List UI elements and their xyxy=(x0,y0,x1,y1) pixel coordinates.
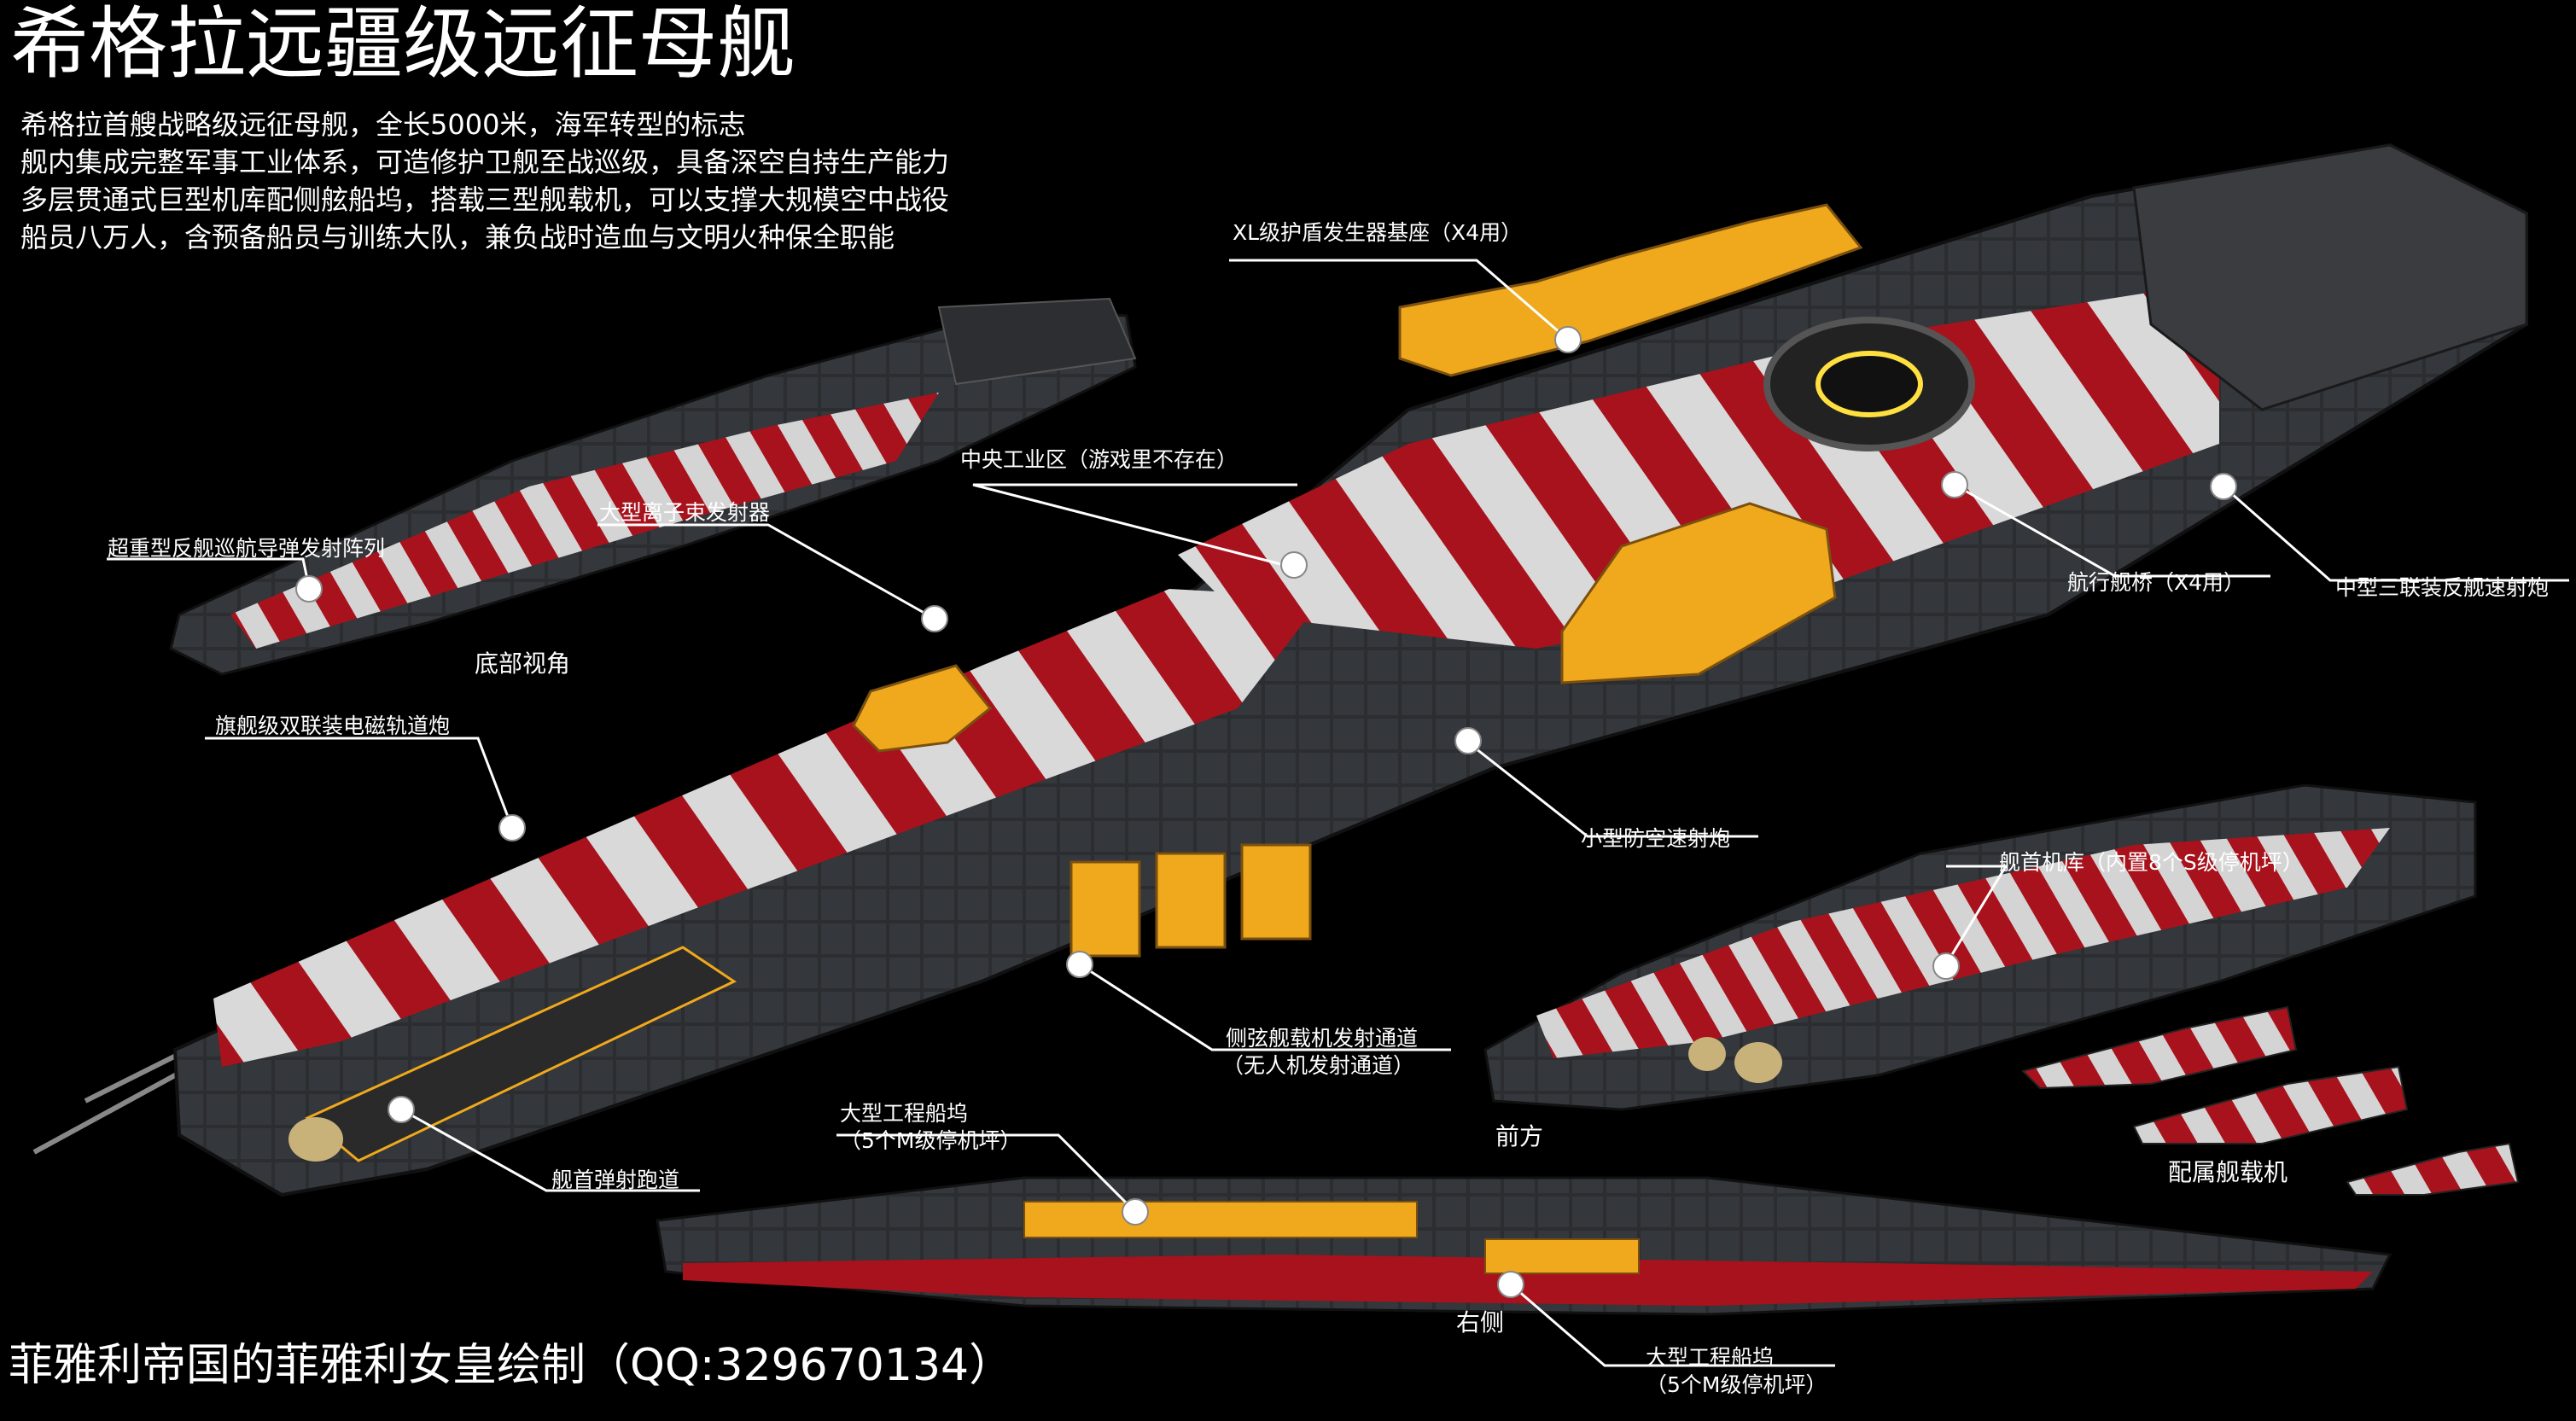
label-aa-gun: 小型防空速射炮 xyxy=(1581,826,1731,851)
label-bow-catapult: 舰首弹射跑道 xyxy=(551,1168,680,1192)
label-dock-bottom-sub: （5个M级停机坪） xyxy=(1646,1372,1827,1397)
label-bow-hangar: 舰首机库（内置8个S级停机坪） xyxy=(1999,850,2304,875)
launch-tube xyxy=(1240,843,1312,941)
ion-cannon-housing xyxy=(852,664,993,753)
main-ship xyxy=(32,143,2528,1197)
callout-dot-catapult xyxy=(388,1096,415,1123)
callout-dot-bow-hangar xyxy=(1932,952,1960,980)
description-line: 多层贯通式巨型机库配侧舷船坞，搭载三型舰载机，可以支撑大规模空中战役 xyxy=(20,183,950,216)
forward-deck xyxy=(213,589,1323,1067)
carrier-craft xyxy=(2021,1005,2520,1196)
label-side-launch-sub: （无人机发射通道） xyxy=(1222,1053,1415,1078)
callout-dot-industry xyxy=(1280,551,1308,579)
description-line: 希格拉首艘战略级远征母舰，全长5000米，海军转型的标志 xyxy=(20,108,746,141)
label-missile-array: 超重型反舰巡航导弹发射阵列 xyxy=(108,536,386,561)
front-view-ship xyxy=(1483,783,2477,1111)
label-central-industry: 中央工业区（游戏里不存在） xyxy=(960,447,1238,472)
caption-bottom-view: 底部视角 xyxy=(475,649,571,678)
caption-carrier-craft: 配属舰载机 xyxy=(2168,1158,2288,1186)
page-title: 希格拉远疆级远征母舰 xyxy=(10,0,796,90)
label-dock-bottom: 大型工程船坞 xyxy=(1646,1345,1775,1370)
caption-front-view: 前方 xyxy=(1495,1122,1544,1150)
bow-cap xyxy=(288,1117,343,1162)
launch-tube xyxy=(1155,852,1227,949)
label-dock-top-sub: （5个M级停机坪） xyxy=(840,1128,1022,1153)
aft-section xyxy=(2132,143,2528,411)
callout-dot-missile xyxy=(295,575,323,603)
description-line: 船员八万人，含预备船员与训练大队，兼负战时造血与文明火种保全职能 xyxy=(20,221,895,253)
shield-generator-base xyxy=(1398,203,1863,377)
callout-dot-aa xyxy=(1454,727,1482,754)
label-ion-cannon: 大型离子束发射器 xyxy=(599,500,771,525)
label-medium-turret: 中型三联装反舰速射炮 xyxy=(2335,575,2550,600)
callout-dot-dock-bottom xyxy=(1497,1271,1524,1298)
callout-dot-railgun xyxy=(498,814,526,842)
description-block: 希格拉首艘战略级远征母舰，全长5000米，海军转型的标志 舰内集成完整军事工业体… xyxy=(20,106,949,256)
callout-dot-side-launch xyxy=(1066,951,1093,978)
callout-dot-ion xyxy=(921,605,948,632)
side-view-ship xyxy=(656,1176,2392,1316)
callout-dot-shield xyxy=(1554,326,1582,353)
label-bridge: 航行舰桥（X4用） xyxy=(2067,570,2246,595)
callout-lines xyxy=(107,259,2569,1367)
description-line: 舰内集成完整军事工业体系，可造修护卫舰至战巡级，具备深空自持生产能力 xyxy=(20,146,950,178)
label-shield-generator: XL级护盾发生器基座（X4用） xyxy=(1233,220,1523,245)
bottom-view-ship xyxy=(169,297,1137,676)
caption-right-view: 右侧 xyxy=(1456,1308,1505,1337)
callout-dot-bridge xyxy=(1941,471,1968,498)
launch-tube xyxy=(1069,860,1141,958)
bridge-core xyxy=(1815,351,1923,417)
callout-dot-medium-turret xyxy=(2210,473,2237,500)
yellow-superstructure xyxy=(1560,502,1837,684)
callout-dot-dock-top xyxy=(1122,1198,1149,1226)
label-railgun: 旗舰级双联装电磁轨道炮 xyxy=(215,713,451,738)
label-side-launch: 侧弦舰载机发射通道 xyxy=(1226,1026,1419,1051)
label-dock-top: 大型工程船坞 xyxy=(840,1101,969,1126)
author-credit: 菲雅利帝国的菲雅利女皇绘制（QQ:329670134） xyxy=(9,1340,1014,1391)
callout-dots xyxy=(295,326,2237,1298)
